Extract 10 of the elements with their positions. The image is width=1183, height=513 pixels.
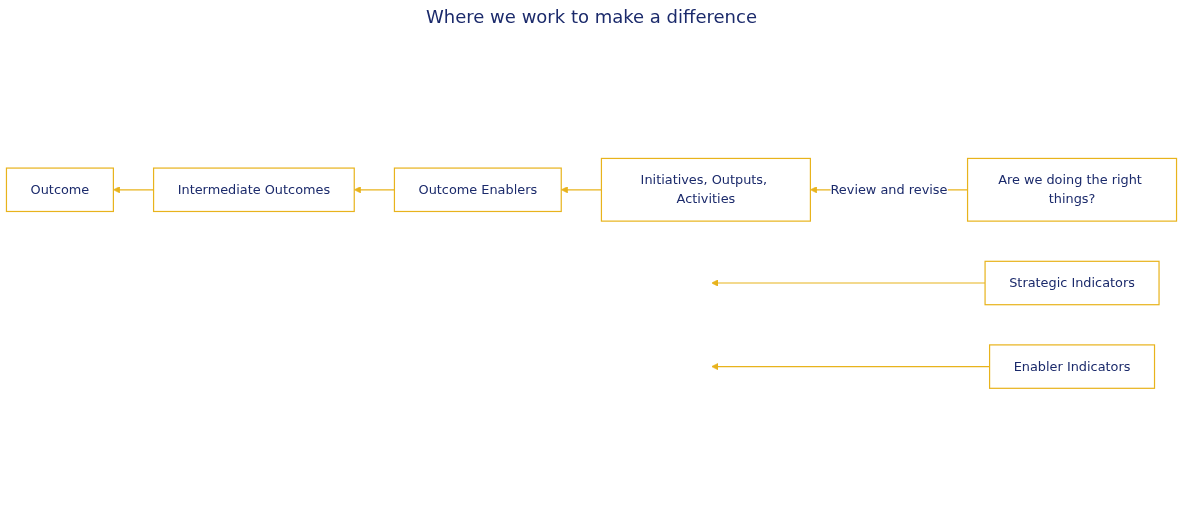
node-box: Are we doing the right things? (966, 157, 1178, 222)
node-box: Enabler Indicators (989, 343, 1156, 389)
node-box: Strategic Indicators (984, 260, 1160, 305)
note-text: Where we work to make a difference (426, 6, 757, 27)
node-box: Outcome (5, 167, 114, 212)
edge-label: Review and revise (830, 181, 948, 197)
node-box: Initiatives, Outputs, Activities (600, 157, 811, 222)
node-box: Intermediate Outcomes (152, 167, 355, 212)
arrow (711, 279, 986, 287)
node-box: Outcome Enablers (393, 167, 562, 212)
